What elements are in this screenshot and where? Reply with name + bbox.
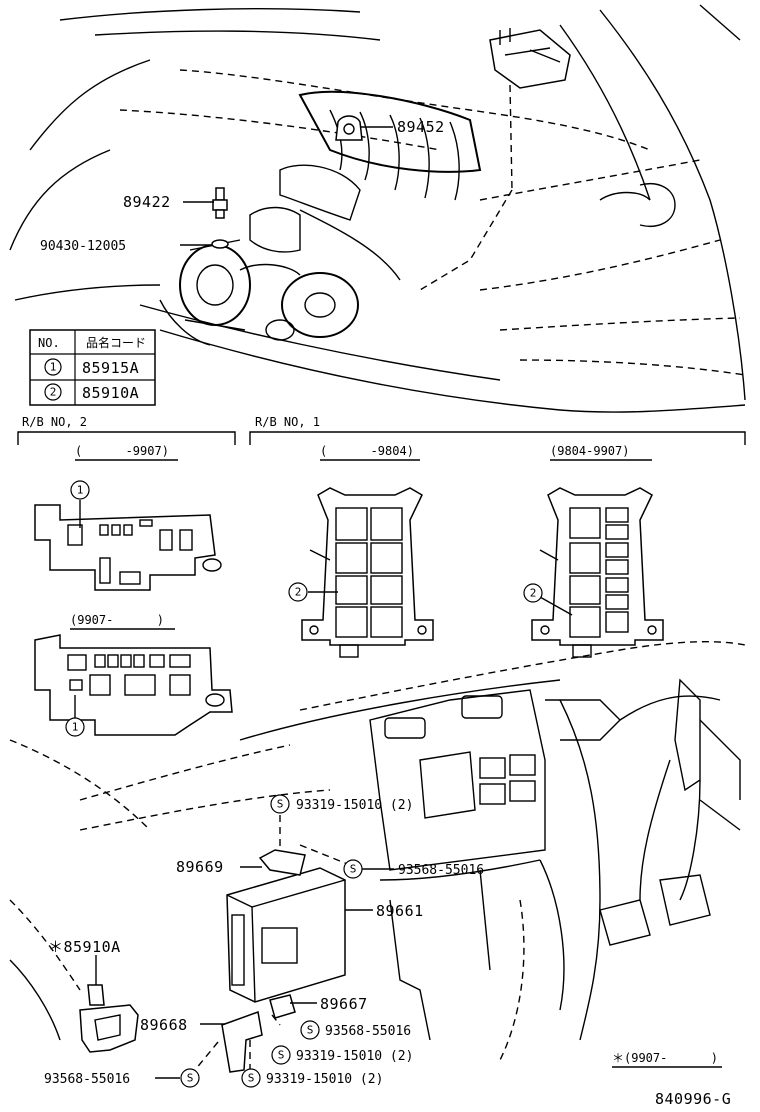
callout-2-late: 2 bbox=[530, 587, 537, 600]
section-rb2-title: R/B NO, 2 bbox=[22, 415, 87, 429]
rb1-range-a: ( -9804) bbox=[320, 444, 414, 458]
rb2-range-a: ( -9907) bbox=[75, 444, 169, 458]
dashboard-illustration bbox=[9, 641, 746, 1061]
part-label-89668: 89668 bbox=[140, 1016, 188, 1034]
part-label-93319-mid: 93319-15010 (2) bbox=[296, 1049, 413, 1064]
callout-1-early: 1 bbox=[77, 484, 84, 497]
part-label-89669: 89669 bbox=[176, 858, 224, 876]
legend-header-no: NO. bbox=[38, 336, 60, 350]
part-label-85910a: ＊85910A bbox=[48, 938, 121, 956]
rb2-board-late bbox=[34, 634, 233, 736]
section-dividers bbox=[17, 431, 746, 445]
legend-row2-mark: 2 bbox=[50, 386, 57, 399]
legend-header-code: 品名コード bbox=[86, 335, 146, 350]
part-label-89452: 89452 bbox=[397, 118, 445, 136]
diagram-code: 840996-G bbox=[655, 1090, 731, 1108]
ecu-assembly bbox=[79, 815, 351, 1073]
legend-row1-code: 85915A bbox=[82, 359, 139, 377]
rb2-range-b: (9907- ) bbox=[70, 613, 164, 627]
footnote-range: ＊(9907- ) bbox=[612, 1051, 718, 1065]
s-mark-5: S bbox=[187, 1072, 194, 1085]
bottom-leaders bbox=[155, 866, 394, 1079]
part-label-93319-bottom: 93319-15010 (2) bbox=[266, 1072, 383, 1087]
callout-2-early: 2 bbox=[295, 586, 302, 599]
part-label-93568-left: 93568-55016 bbox=[44, 1072, 130, 1087]
part-label-89661: 89661 bbox=[376, 902, 424, 920]
part-label-89667: 89667 bbox=[320, 995, 368, 1013]
s-mark-1: S bbox=[277, 798, 284, 811]
callout-1-late: 1 bbox=[72, 721, 79, 734]
section-rb1-title: R/B NO, 1 bbox=[255, 415, 320, 429]
rb2-board-early bbox=[34, 500, 222, 591]
rb1-box-early bbox=[301, 487, 434, 658]
legend-row1-mark: 1 bbox=[50, 361, 57, 374]
s-mark-3: S bbox=[307, 1024, 314, 1037]
part-label-89422: 89422 bbox=[123, 193, 171, 211]
part-label-90430: 90430-12005 bbox=[40, 239, 126, 254]
engine-bay-illustration bbox=[9, 4, 746, 413]
s-markers bbox=[180, 794, 363, 1088]
s-mark-6: S bbox=[248, 1072, 255, 1085]
rb1-range-b: (9804-9907) bbox=[550, 444, 629, 458]
legend-row2-code: 85910A bbox=[82, 384, 139, 402]
s-mark-2: S bbox=[350, 863, 357, 876]
part-label-93319-top: 93319-15010 (2) bbox=[296, 798, 413, 813]
s-mark-4: S bbox=[278, 1049, 285, 1062]
part-label-93568-mid: 93568-55016 bbox=[398, 863, 484, 878]
rb1-box-late bbox=[531, 487, 664, 658]
part-label-93568-right: 93568-55016 bbox=[325, 1024, 411, 1039]
legend-table bbox=[29, 329, 156, 406]
